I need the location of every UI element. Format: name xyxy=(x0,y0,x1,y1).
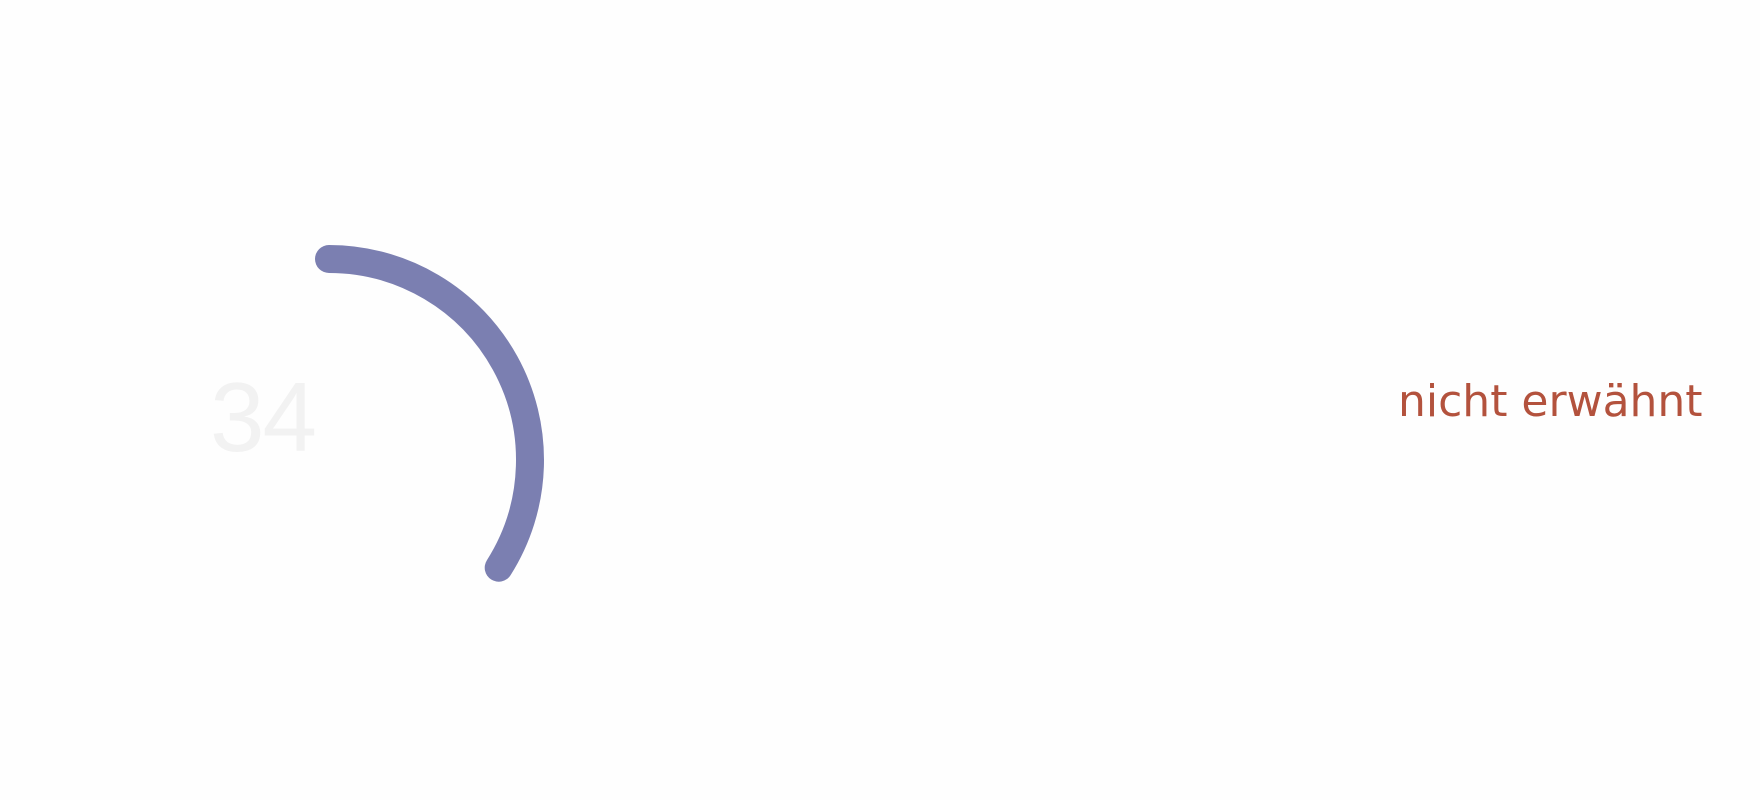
score-value: 34 xyxy=(210,362,317,472)
score-gauge-arc xyxy=(315,245,544,582)
status-label: nicht erwähnt xyxy=(1398,376,1703,427)
